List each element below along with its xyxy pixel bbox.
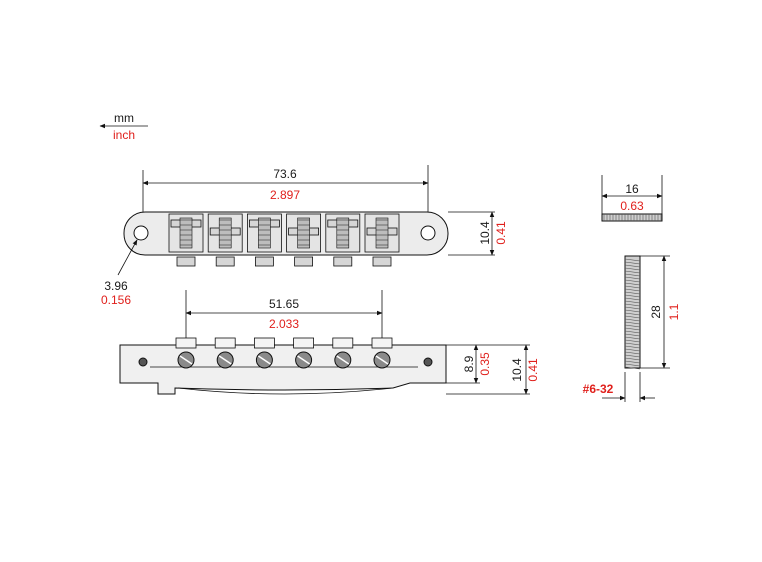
screw-head-top-4 <box>294 256 314 267</box>
screw-head-top-5 <box>333 256 353 267</box>
thread-spec-label: #6-32 <box>583 382 614 396</box>
saddle-1 <box>168 213 204 267</box>
post-left <box>138 357 148 367</box>
screw-head-top-6 <box>372 256 392 267</box>
saddle-4 <box>286 213 322 267</box>
hole-mm-label: 3.96 <box>104 279 128 293</box>
units-legend: mm inch <box>99 111 148 142</box>
length-mm-label: 73.6 <box>273 167 297 181</box>
spacing-inch-label: 2.033 <box>269 317 299 331</box>
screw-1 <box>175 337 197 369</box>
screw-4 <box>293 337 315 369</box>
length-inch-label: 2.897 <box>270 188 300 202</box>
arch-line <box>177 387 394 395</box>
saddle-2 <box>207 213 243 267</box>
bridge-body-front <box>119 344 447 395</box>
top-view: 73.6 2.897 10.4 0.41 3.96 0.156 <box>101 165 508 307</box>
screw-head-top-2 <box>215 256 235 267</box>
top-height-mm-label: 10.4 <box>478 221 492 245</box>
post-right <box>423 357 433 367</box>
post-height-inch-label: 0.35 <box>478 352 492 376</box>
saddle-6 <box>364 213 400 267</box>
mount-hole-left <box>133 225 149 241</box>
unit-secondary-label: inch <box>113 128 135 142</box>
screw-group-front <box>175 337 393 369</box>
screw-3 <box>253 337 275 369</box>
thumbwheel-mm-label: 16 <box>625 182 639 196</box>
thumbwheel-knurl <box>603 214 662 221</box>
screw-2 <box>214 337 236 369</box>
stud-length-inch-label: 1.1 <box>667 303 681 320</box>
screw-5 <box>332 337 354 369</box>
total-height-mm-label: 10.4 <box>510 358 524 382</box>
stud-view: 28 1.1 #6-32 <box>583 255 681 402</box>
screw-6 <box>371 337 393 369</box>
post-height-mm-label: 8.9 <box>462 355 476 372</box>
mount-hole-right <box>420 225 436 241</box>
saddle-group-top <box>168 213 400 267</box>
thumbwheel-view: 16 0.63 <box>601 175 663 222</box>
saddle-3 <box>246 213 282 267</box>
top-height-inch-label: 0.41 <box>494 221 508 245</box>
total-height-inch-label: 0.41 <box>526 358 540 382</box>
screw-head-top-3 <box>254 256 274 267</box>
spacing-mm-label: 51.65 <box>269 297 299 311</box>
hole-inch-label: 0.156 <box>101 293 131 307</box>
thumbwheel-inch-label: 0.63 <box>620 199 644 213</box>
front-view: 51.65 2.033 8.9 0.35 10.4 0.41 <box>119 290 540 395</box>
screw-head-top-1 <box>176 256 196 267</box>
stud-thread <box>624 258 641 370</box>
unit-primary-label: mm <box>114 111 134 125</box>
stud-length-mm-label: 28 <box>649 305 663 319</box>
thumbwheel-part <box>601 213 663 222</box>
saddle-5 <box>325 213 361 267</box>
